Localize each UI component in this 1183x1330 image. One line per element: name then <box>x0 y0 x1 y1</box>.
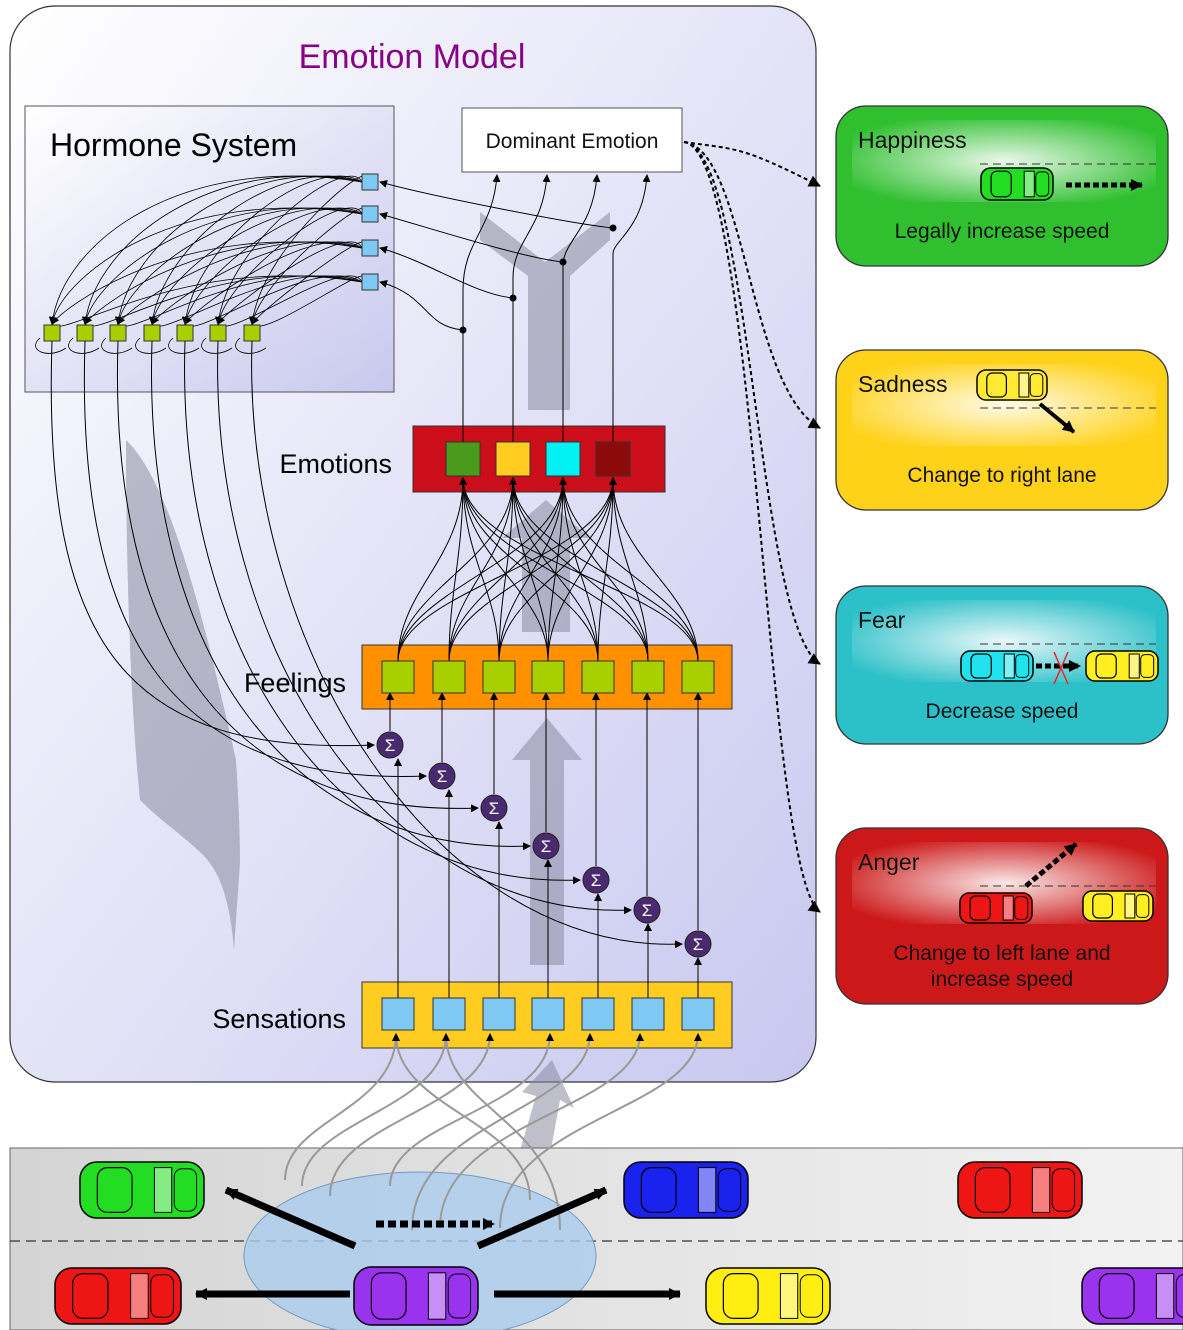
hormone-node <box>361 173 379 191</box>
feeling-node <box>531 660 565 694</box>
emotion-node <box>445 441 481 477</box>
no-icon <box>1053 651 1069 685</box>
feeling-node <box>581 660 615 694</box>
sum-symbol: Σ <box>591 871 602 890</box>
sensations-label: Sensations <box>212 1004 346 1034</box>
hormone-network <box>35 173 379 354</box>
hormone-output-node <box>176 324 194 342</box>
sum-node <box>532 832 560 860</box>
car-icon-yellow <box>705 1267 831 1325</box>
behavior-emotion-label: Sadness <box>858 371 948 397</box>
flow-arrow-emotions <box>480 212 610 410</box>
sum-symbol: Σ <box>489 799 500 818</box>
sum-node <box>480 794 508 822</box>
behavior-action-label: Change to right lane <box>907 464 1096 487</box>
sensation-node <box>581 997 615 1031</box>
ego-car-icon <box>960 650 1034 682</box>
sum-symbol: Σ <box>541 837 552 856</box>
behavior-emotion-label: Fear <box>858 607 906 633</box>
car-icon-purple-ego <box>353 1266 479 1326</box>
hormone-output-node <box>76 324 94 342</box>
traffic <box>54 1033 1183 1326</box>
hormone-output-node <box>109 324 127 342</box>
sensation-node <box>432 997 466 1031</box>
sum-symbol: Σ <box>437 767 448 786</box>
sum-symbol: Σ <box>642 901 653 920</box>
sensation-node <box>681 997 715 1031</box>
emotion-node <box>495 441 531 477</box>
car-icon-red <box>957 1161 1083 1219</box>
model-title: Emotion Model <box>299 38 526 76</box>
behavior-action-label: Legally increase speed <box>895 220 1110 243</box>
sensation-node <box>482 997 516 1031</box>
hormone-node <box>361 273 379 291</box>
connections <box>50 174 702 998</box>
sum-symbol: Σ <box>385 736 396 755</box>
emotion-node <box>595 441 631 477</box>
behavior-action-label: Change to left lane and <box>893 942 1110 965</box>
dominant-emotion-label: Dominant Emotion <box>486 130 659 153</box>
behavior-emotion-label: Happiness <box>858 127 967 153</box>
feeling-node <box>482 660 516 694</box>
ego-car-icon <box>980 167 1054 201</box>
sum-node <box>376 731 404 759</box>
car-icon-red <box>54 1267 182 1325</box>
hormone-output-node <box>143 324 161 342</box>
feelings-label: Feelings <box>244 668 346 698</box>
hormone-output-node <box>209 324 227 342</box>
behavior-emotion-label: Anger <box>858 849 920 875</box>
sensation-node <box>531 997 565 1031</box>
sum-symbol: Σ <box>693 935 704 954</box>
sum-node <box>633 896 661 924</box>
hormone-system-title: Hormone System <box>50 127 297 163</box>
flow-arrow-hormone <box>126 440 240 950</box>
hormone-output-node <box>243 324 261 342</box>
dominant-links <box>683 141 821 913</box>
hormone-node <box>361 239 379 257</box>
hormone-system-box <box>24 105 395 393</box>
front-car-icon <box>1085 650 1159 682</box>
emotion-node <box>545 441 581 477</box>
car-icon-blue <box>623 1161 749 1219</box>
behavior-action-label: Decrease speed <box>926 700 1079 723</box>
car-icon-purple <box>1081 1267 1183 1325</box>
ego-car-icon <box>976 369 1048 401</box>
front-car-icon <box>1082 890 1154 922</box>
feeling-node <box>432 660 466 694</box>
dominant-emotion-box <box>461 107 683 173</box>
sensation-node <box>631 997 665 1031</box>
sum-node <box>428 762 456 790</box>
sensation-node <box>381 997 415 1031</box>
car-icon-green <box>79 1161 205 1219</box>
feeling-node <box>381 660 415 694</box>
hormone-output-node <box>43 324 61 342</box>
sum-node <box>684 930 712 958</box>
emotions-label: Emotions <box>279 449 392 479</box>
sum-node <box>582 866 610 894</box>
hormone-node <box>361 205 379 223</box>
flow-arrow-feelings <box>502 500 590 632</box>
ego-car-icon <box>959 892 1033 924</box>
feeling-node <box>681 660 715 694</box>
nodes: Σ Σ Σ Σ Σ Σ Σ <box>376 441 715 1031</box>
feeling-node <box>631 660 665 694</box>
behavior-action-label: increase speed <box>931 968 1073 991</box>
